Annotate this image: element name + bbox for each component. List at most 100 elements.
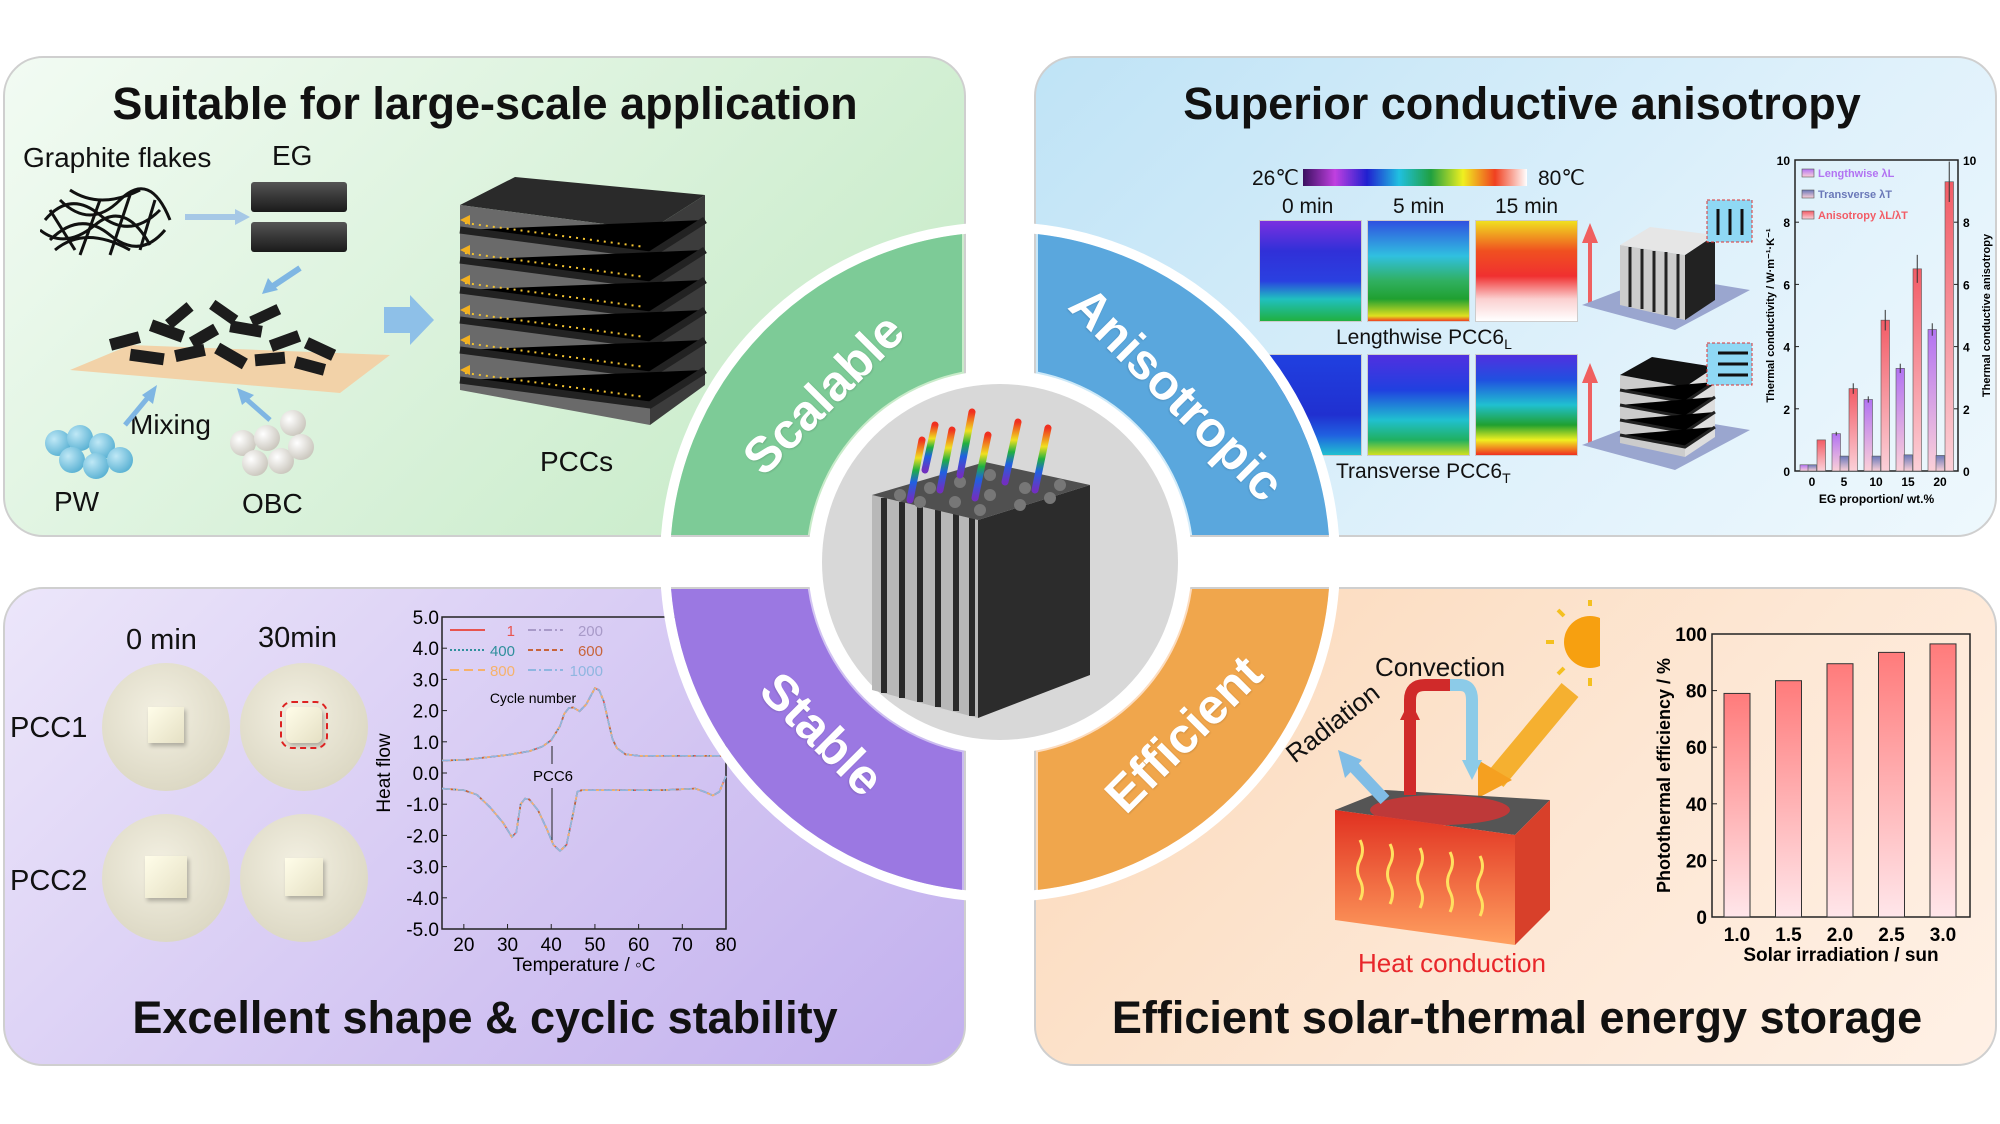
dsc-curve-cooling-cycle-1000 xyxy=(441,775,727,853)
y2-tick-label: 4 xyxy=(1963,341,1970,355)
sample-label-pcc1: PCC1 xyxy=(10,712,88,744)
x-tick-label: 1.5 xyxy=(1775,925,1802,946)
dsc-curve-heating-cycle-200 xyxy=(441,687,726,762)
legend-label: 800 xyxy=(490,663,515,680)
bar-0-10 xyxy=(1863,399,1873,472)
y-tick-label: 5.0 xyxy=(413,608,439,629)
dsc-curve-cooling-cycle-600 xyxy=(441,775,727,853)
eg-label: EG xyxy=(272,140,313,171)
dsc-curve-cooling-cycle-800 xyxy=(441,775,727,853)
legend-label: 600 xyxy=(578,643,603,660)
y-tick-label: 8 xyxy=(1783,216,1790,230)
y-tick-label: 0 xyxy=(1783,465,1790,479)
x-tick-label: 50 xyxy=(584,935,605,956)
y-tick-label: 60 xyxy=(1686,738,1707,759)
legend-label: 400 xyxy=(490,643,515,660)
eg-block-bottom xyxy=(251,222,347,252)
x-tick-label: 20 xyxy=(1933,475,1947,489)
bar-1-15 xyxy=(1903,454,1913,472)
y-tick-label: -1.0 xyxy=(406,795,439,816)
scalable-title: Suitable for large-scale application xyxy=(112,78,858,129)
convection-label: Convection xyxy=(1375,652,1506,682)
legend-swatch xyxy=(1801,168,1815,178)
arrow-to-pccs-icon xyxy=(384,295,434,345)
thermal-map-transverse-5min xyxy=(1367,354,1470,456)
y2-axis-title: Thermal conductive anisotropy xyxy=(1981,233,1993,397)
legend-label: Anisotropy λL/λT xyxy=(1818,210,1908,222)
bar-3.0 xyxy=(1929,643,1957,918)
pcc6-annotation: PCC6 xyxy=(533,768,573,785)
y-tick-label: 80 xyxy=(1686,682,1707,703)
lengthwise-text: Lengthwise PCC6 xyxy=(1336,326,1505,349)
y-tick-label: 1.0 xyxy=(413,733,439,754)
legend-label: 1000 xyxy=(570,663,603,680)
colorbar-max-label: 80℃ xyxy=(1538,167,1585,190)
y-tick-label: 2 xyxy=(1783,403,1790,417)
time-label-0: 0 min xyxy=(1282,195,1334,218)
x-tick-label: 60 xyxy=(628,935,649,956)
time-label-1: 5 min xyxy=(1393,195,1445,218)
bar-1-20 xyxy=(1935,455,1945,472)
dsc-curve-heating-cycle-1000 xyxy=(441,687,726,762)
dsc-curve-heating-cycle-800 xyxy=(441,687,726,762)
bar-1.5 xyxy=(1775,680,1802,918)
eg-block-top xyxy=(251,182,347,212)
pccs-cube-image xyxy=(459,177,707,425)
bar-1-5 xyxy=(1839,455,1849,472)
x-tick-label: 5 xyxy=(1841,475,1848,489)
lengthwise-subscript: L xyxy=(1504,336,1512,353)
thermal-map-lengthwise-5min xyxy=(1367,220,1470,322)
y-tick-label: -3.0 xyxy=(406,858,439,879)
y-tick-label: 10 xyxy=(1777,154,1791,168)
x-tick-label: 80 xyxy=(715,935,736,956)
bar-0-20 xyxy=(1927,329,1937,472)
bar-0-5 xyxy=(1831,433,1841,472)
x-tick-label: 20 xyxy=(453,935,474,956)
bar-2-5 xyxy=(1848,388,1858,472)
x-tick-label: 70 xyxy=(672,935,693,956)
x-axis-title: Temperature / ◦C xyxy=(513,955,656,976)
y-tick-label: 40 xyxy=(1686,795,1707,816)
bar-2.5 xyxy=(1878,651,1905,918)
y-tick-label: 3.0 xyxy=(413,670,439,691)
time-label-2: 15 min xyxy=(1495,195,1559,218)
bar-1.0 xyxy=(1723,692,1751,918)
bar-2-20 xyxy=(1944,181,1954,472)
bar-2.0 xyxy=(1826,663,1854,918)
dsc-curve-cooling-cycle-400 xyxy=(441,775,727,853)
mixing-arrows xyxy=(123,385,272,427)
obc-particles xyxy=(230,410,320,490)
legend-label: 1 xyxy=(507,623,515,640)
legend-label: Transverse λT xyxy=(1818,189,1892,201)
legend-label: 200 xyxy=(578,623,603,640)
y-tick-label: 20 xyxy=(1686,851,1707,872)
graphite-flakes-label: Graphite flakes xyxy=(23,142,212,173)
efficient-title: Efficient solar-thermal energy storage xyxy=(1111,992,1923,1043)
y-tick-label: 2.0 xyxy=(413,702,439,723)
obc-label: OBC xyxy=(242,488,303,519)
pcc1-30min-sample xyxy=(240,663,368,791)
heat-conduction-label: Heat conduction xyxy=(1358,948,1546,978)
y-axis-title: Heat flow xyxy=(374,733,395,812)
dsc-line-chart: 5.04.03.02.01.00.0-1.0-2.0-3.0-4.0-5.020… xyxy=(374,608,737,976)
pw-particles xyxy=(45,425,140,485)
bar-1-0 xyxy=(1807,464,1817,472)
bar-1-10 xyxy=(1871,455,1881,472)
y2-tick-label: 0 xyxy=(1963,465,1970,479)
mixing-label: Mixing xyxy=(130,409,211,440)
y-tick-label: -4.0 xyxy=(406,889,439,910)
dsc-curve-heating-cycle-400 xyxy=(441,687,726,762)
y2-tick-label: 8 xyxy=(1963,216,1970,230)
x-tick-label: 2.0 xyxy=(1827,925,1853,946)
dsc-curve-cooling-cycle-1 xyxy=(441,775,727,853)
solar-thermal-illustration xyxy=(1335,600,1600,945)
y-tick-label: 0 xyxy=(1696,908,1707,929)
x-tick-label: 15 xyxy=(1901,475,1915,489)
stable-title: Excellent shape & cyclic stability xyxy=(132,992,838,1043)
dsc-curve-heating-cycle-600 xyxy=(441,687,726,762)
colorbar-min-label: 26℃ xyxy=(1252,167,1299,190)
dsc-curve-heating-cycle-1 xyxy=(441,687,726,762)
pw-label: PW xyxy=(54,486,100,517)
bar-2-10 xyxy=(1880,319,1890,472)
